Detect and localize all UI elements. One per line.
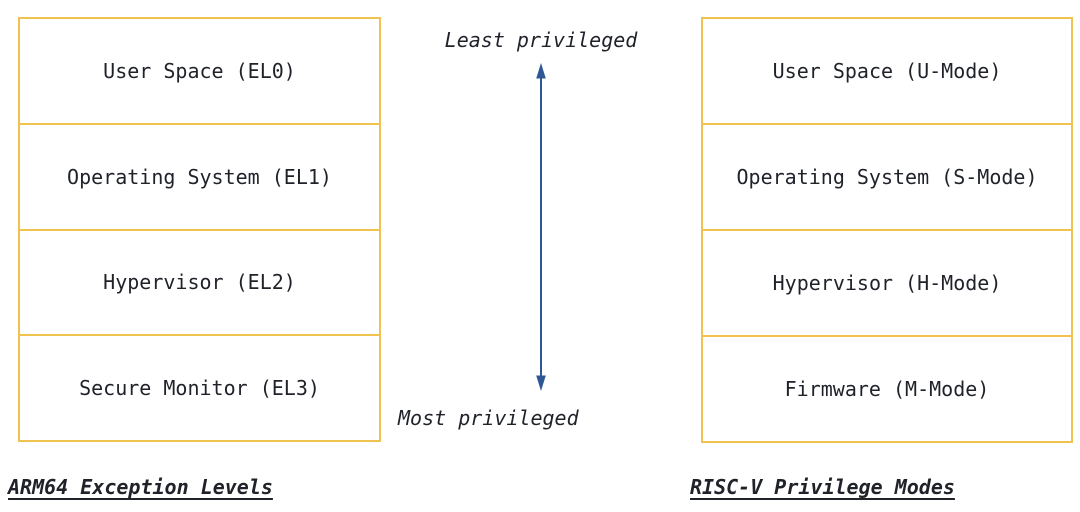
riscv-stack-caption: RISC-V Privilege Modes bbox=[690, 475, 955, 499]
level-box-el0: User Space (EL0) bbox=[103, 58, 296, 83]
level-box-s-mode: Operating System (S-Mode) bbox=[703, 123, 1071, 229]
least-privileged-label: Least privileged bbox=[444, 28, 638, 52]
level-box-u-mode: User Space (U-Mode) bbox=[772, 59, 1002, 83]
arm64-stack-caption: ARM64 Exception Levels bbox=[8, 475, 273, 499]
level-box-el3: Secure Monitor (EL3) bbox=[20, 334, 379, 440]
level-box-el1: Operating System (EL1) bbox=[20, 122, 379, 229]
riscv-stack: User Space (U-Mode) Operating System (S-… bbox=[701, 17, 1073, 443]
level-box-h-mode: Hypervisor (H-Mode) bbox=[703, 229, 1071, 335]
most-privileged-label: Most privileged bbox=[398, 406, 579, 430]
level-box-m-mode: Firmware (M-Mode) bbox=[703, 335, 1071, 441]
arm64-stack: User Space (EL0) Operating System (EL1) … bbox=[18, 17, 381, 442]
level-box-el2: Hypervisor (EL2) bbox=[20, 228, 379, 335]
